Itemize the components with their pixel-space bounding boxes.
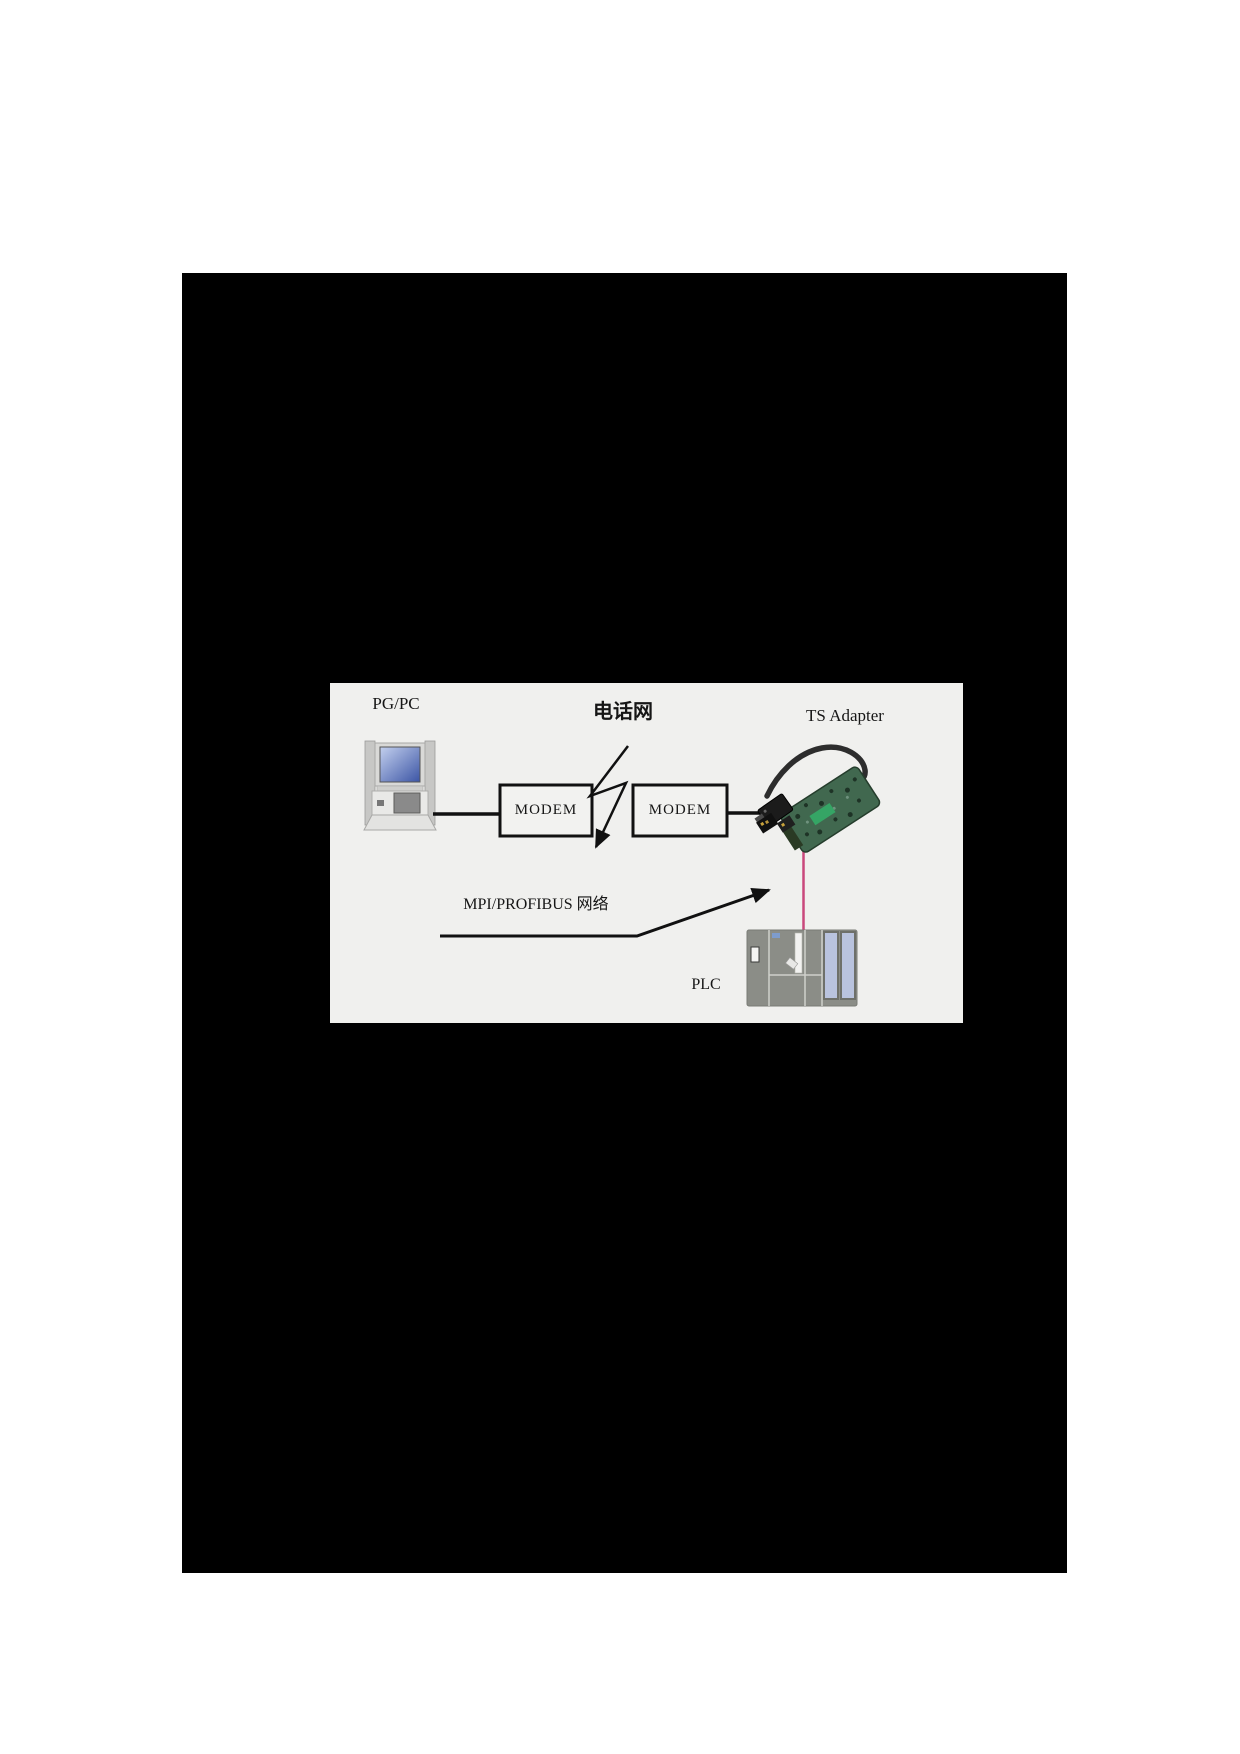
- modem-right-label: MODEM: [648, 801, 712, 818]
- plc-icon: [746, 929, 858, 1007]
- adapter-led-label: [809, 802, 836, 826]
- pc-screen: [379, 746, 421, 783]
- plc-port: [750, 946, 760, 963]
- phone-network-lightning-arrow: [586, 745, 629, 849]
- pc-workstation-icon: [363, 740, 437, 831]
- plc-module-slot: [840, 931, 856, 1000]
- ts-adapter-label: TS Adapter: [806, 706, 884, 725]
- plc-label: PLC: [691, 976, 721, 993]
- plc-module-slot: [823, 931, 839, 1000]
- mpi-network-arrow-line: [440, 888, 771, 938]
- phone-network-label: 电话网: [593, 701, 653, 723]
- modem-left-box: [498, 783, 594, 838]
- remote-connection-diagram: PG/PC 电话网 TS Adapter MODEM MODEM MPI/PRO…: [330, 683, 963, 1023]
- diagram-graphics: [363, 740, 881, 1007]
- mpi-network-label: MPI/PROFIBUS 网络: [463, 896, 609, 913]
- modem-right-box: [631, 783, 729, 838]
- ts-adapter-icon: [754, 744, 881, 853]
- adapter-mpi-port: [756, 812, 796, 834]
- pc-label: PG/PC: [372, 694, 420, 713]
- modem-left-label: MODEM: [514, 801, 578, 818]
